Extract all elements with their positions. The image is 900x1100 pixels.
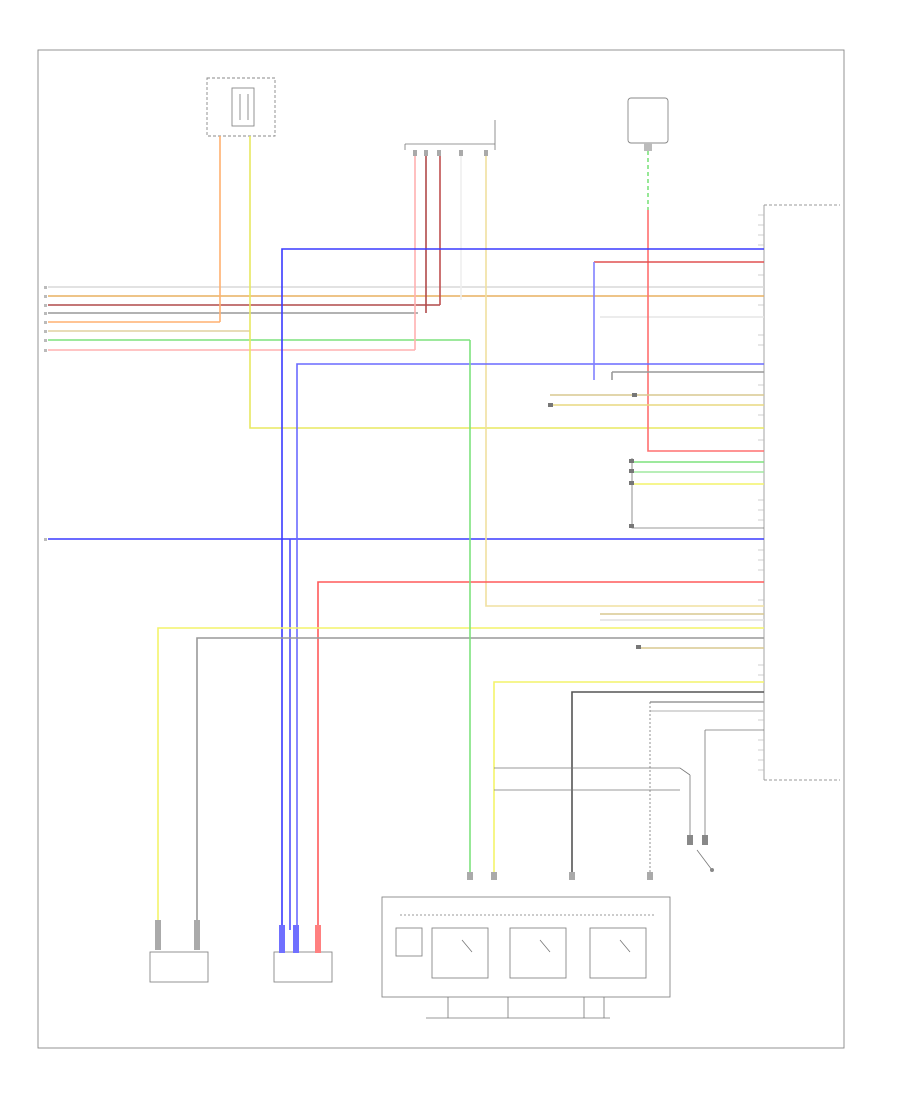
connector-pin-icon [413,150,488,156]
top-right-sensor-component [627,97,669,151]
blue-red-trunk [281,248,764,930]
connector-pin-icon [548,393,637,528]
bottom-left-sensor-box [149,920,209,983]
switch-contact-icon [461,939,631,953]
wires-from-top-left-component [219,136,764,429]
right-control-module [758,204,840,781]
lower-left-sensor-wires [157,613,764,920]
bottom-center-fuel-unit-box [273,925,333,983]
ground-symbol-icon [687,835,714,872]
harness-wires-top-bundle [48,286,764,351]
connector-pin-icon [636,645,641,649]
relay-box-top-pins [467,872,653,880]
top-center-connector-component [404,120,496,156]
relay-box-feed-wires [493,681,764,880]
relay-coil-icon [395,927,647,979]
wires-from-top-center-connector [414,156,764,607]
wires-from-top-right-sensor [647,151,764,452]
bottom-relay-box [381,872,671,1019]
diagram-frame [37,49,845,1049]
mid-right-signal-wires [548,393,764,529]
module-pin-ticks [758,214,764,771]
top-left-fuse-component [206,77,276,137]
left-connector-terminals [44,286,47,541]
